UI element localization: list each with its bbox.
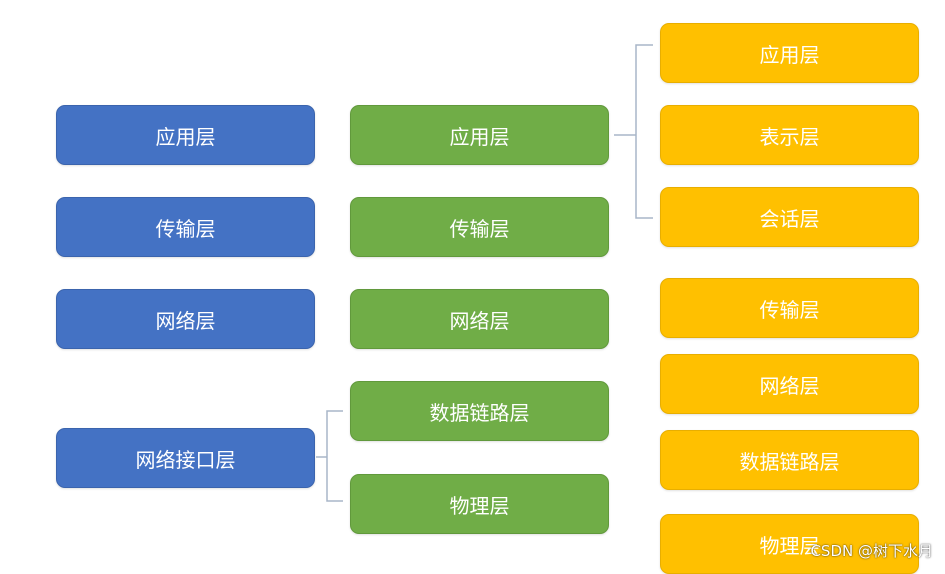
osi-presentation-label: 表示层 [759, 124, 820, 149]
five-layer-application-box: 应用层 [350, 105, 609, 165]
osi-transport-box: 传输层 [660, 278, 919, 338]
osi-upper-layers-bracket [614, 44, 653, 219]
osi-network-box: 网络层 [660, 354, 919, 414]
five-layer-physical-box: 物理层 [350, 474, 609, 534]
tcpip-network-layer-box: 网络层 [56, 289, 315, 349]
tcpip-network-layer-label: 网络层 [155, 308, 216, 333]
five-layer-network-label: 网络层 [449, 308, 510, 333]
osi-presentation-box: 表示层 [660, 105, 919, 165]
five-layer-lower-layers-bracket [316, 410, 343, 502]
tcpip-transport-layer-label: 传输层 [155, 216, 216, 241]
five-layer-data-link-box: 数据链路层 [350, 381, 609, 441]
five-layer-transport-box: 传输层 [350, 197, 609, 257]
osi-application-box: 应用层 [660, 23, 919, 83]
osi-session-label: 会话层 [759, 206, 820, 231]
csdn-watermark: CSDN @树下水月 [810, 542, 933, 560]
osi-physical-box: 物理层 [660, 514, 919, 574]
osi-application-label: 应用层 [759, 42, 820, 67]
osi-physical-label: 物理层 [759, 533, 820, 558]
tcpip-application-layer-box: 应用层 [56, 105, 315, 165]
five-layer-physical-label: 物理层 [449, 493, 510, 518]
tcpip-transport-layer-box: 传输层 [56, 197, 315, 257]
osi-network-label: 网络层 [759, 373, 820, 398]
five-layer-application-label: 应用层 [449, 124, 510, 149]
tcpip-application-layer-label: 应用层 [155, 124, 216, 149]
osi-transport-label: 传输层 [759, 297, 820, 322]
osi-data-link-label: 数据链路层 [739, 449, 840, 474]
tcpip-network-interface-layer-box: 网络接口层 [56, 428, 315, 488]
osi-session-box: 会话层 [660, 187, 919, 247]
five-layer-transport-label: 传输层 [449, 216, 510, 241]
five-layer-network-box: 网络层 [350, 289, 609, 349]
five-layer-data-link-label: 数据链路层 [429, 400, 530, 425]
osi-data-link-box: 数据链路层 [660, 430, 919, 490]
tcpip-network-interface-layer-label: 网络接口层 [135, 447, 236, 472]
